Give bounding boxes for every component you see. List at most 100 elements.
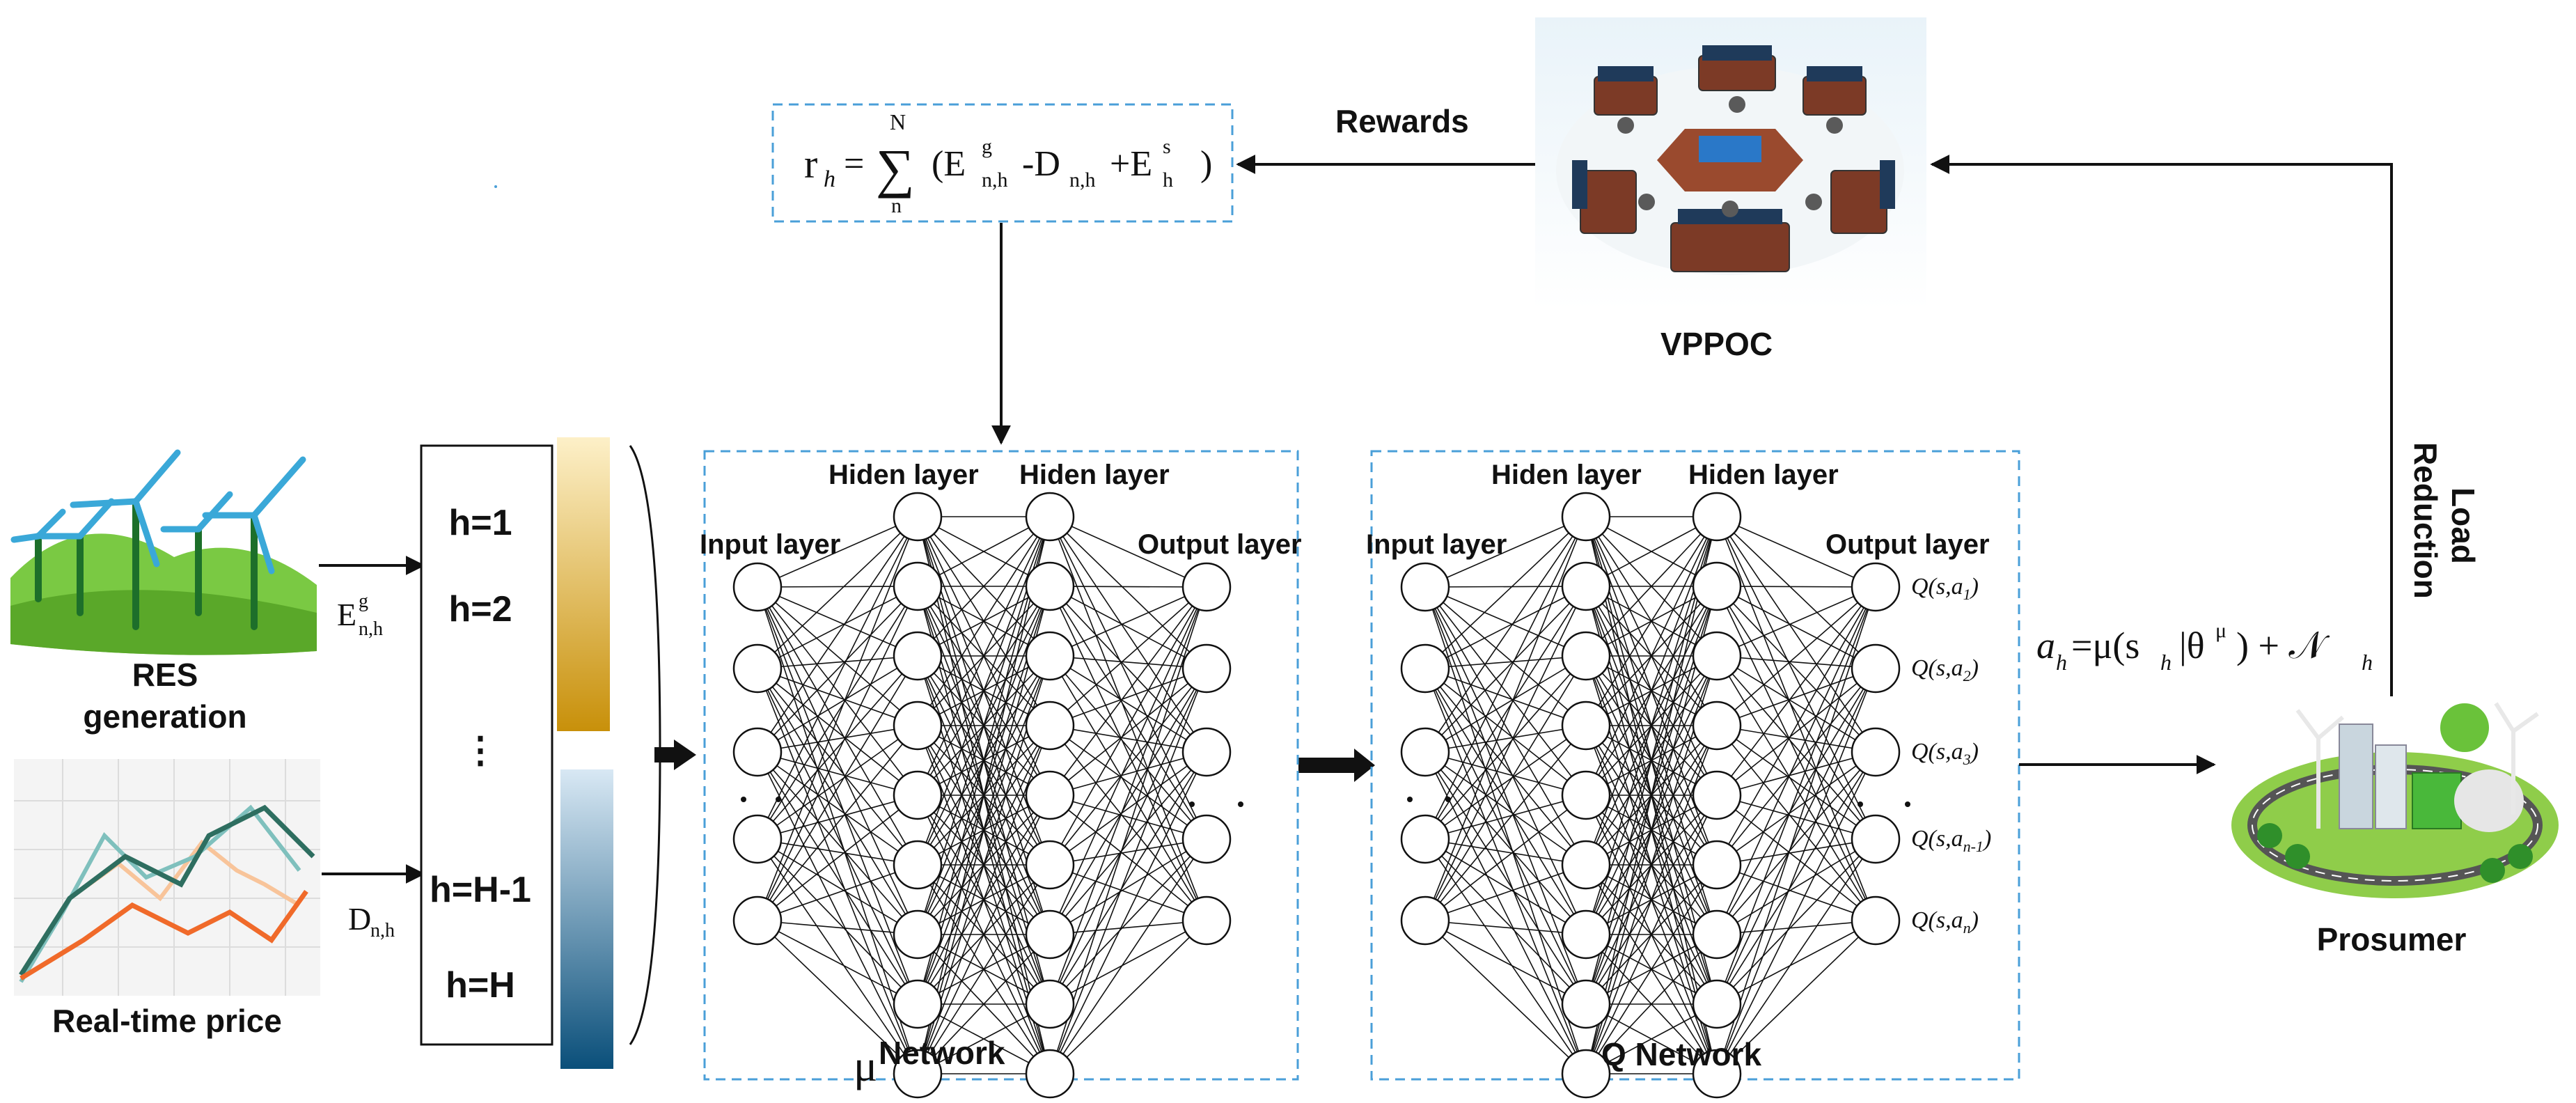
mu-connection [1049, 668, 1207, 935]
ellipsis-dot [1407, 797, 1413, 802]
mu-connection [1049, 586, 1207, 1074]
eg-sub: n,h [359, 618, 383, 640]
q-connection [1424, 751, 1587, 866]
time-horizon-box [420, 444, 553, 1046]
sum-lower: n [891, 194, 902, 217]
q-connection [1716, 751, 1876, 935]
mu-layer1-node [893, 1049, 943, 1099]
q-connection [1585, 795, 1718, 1074]
mu-connection [757, 655, 918, 669]
q-connection [1585, 864, 1718, 1074]
load-reduction-arrow [1930, 155, 2393, 696]
formula-close: ) [1200, 144, 1212, 184]
q-connection [1716, 586, 1876, 1005]
mu-connection [757, 516, 918, 840]
q-connection [1424, 516, 1587, 669]
mu-connection [757, 586, 918, 796]
q-hidden-layer-1-label: Hiden layer [1491, 460, 1642, 490]
mu-connection [757, 586, 918, 1005]
mu-connection [1049, 668, 1207, 1005]
action-s-sub: h [2160, 650, 2171, 675]
q-connection [1424, 586, 1587, 921]
mu-layer3-node [1181, 727, 1232, 777]
mu-connection [1049, 725, 1207, 840]
mu-network-graph [732, 492, 1243, 1099]
mu-layer3-node [1181, 643, 1232, 694]
reward-lhs-sub: h [824, 166, 835, 192]
mu-connection [1049, 516, 1207, 840]
q-layer1-node [1561, 979, 1611, 1029]
mu-connection [757, 516, 918, 753]
q-connection [1716, 516, 1876, 840]
ellipsis-dot [741, 797, 746, 802]
mu-connection [917, 516, 1051, 866]
mu-connection [1049, 516, 1207, 921]
q-connection [1716, 655, 1876, 921]
q-connection [1716, 586, 1876, 921]
formula-d-sub: n,h [1069, 169, 1096, 191]
mu-layer0-node [732, 814, 783, 864]
q-connection [1716, 586, 1876, 669]
q-connection [1424, 655, 1587, 921]
mu-connection [757, 655, 918, 921]
mu-connection [757, 668, 918, 726]
q-connection [1424, 920, 1587, 1005]
horizon-item: ⋮ [462, 730, 498, 771]
load-reduction-label-line1: Load [2445, 487, 2481, 564]
q-connection [1424, 586, 1587, 796]
mu-connection [757, 838, 918, 1074]
mu-connection [1049, 668, 1207, 726]
q-layer0-node [1400, 895, 1450, 946]
action-eq: =μ(s [2071, 625, 2139, 666]
q-connection [1424, 838, 1587, 935]
q-connection [1424, 864, 1587, 921]
mu-connection [1049, 751, 1207, 935]
q-layer2-node [1692, 631, 1742, 681]
q-connection [1424, 516, 1587, 840]
mu-connection [917, 934, 1051, 1074]
q-connection [1424, 516, 1587, 588]
mu-input-layer-label: Input layer [700, 529, 840, 560]
mu-layer1-node [893, 561, 943, 611]
mu-connection [757, 586, 918, 1074]
mu-connection [1049, 655, 1207, 840]
mu-layer0-node [732, 643, 783, 694]
mu-connection [1049, 838, 1207, 1005]
mu-layer0-node [732, 562, 783, 612]
mu-connection [757, 586, 918, 753]
mu-connection [757, 586, 918, 840]
q-layer1-node [1561, 909, 1611, 960]
q-connection [1716, 838, 1876, 866]
mu-connection [757, 668, 918, 866]
q-layer3-node [1851, 814, 1901, 864]
mu-connection [1049, 838, 1207, 1074]
res-gradient-bar [557, 437, 610, 731]
mu-layer2-node [1025, 701, 1075, 751]
mu-layer1-node [893, 631, 943, 681]
action-noise: ) + 𝒩 [2236, 625, 2330, 666]
q-connection [1716, 725, 1876, 753]
q-connection [1424, 586, 1587, 866]
q-connection [1585, 516, 1718, 796]
q-layer0-node [1400, 643, 1450, 694]
q-connection [1424, 795, 1587, 840]
mu-connection [1049, 586, 1207, 588]
q-connection [1716, 920, 1876, 935]
q-value-label: Q(s,a2) [1911, 655, 1979, 685]
q-connection [1424, 725, 1587, 753]
q-connection [1424, 920, 1587, 935]
q-connection [1585, 1003, 1718, 1074]
q-connection [1716, 795, 1876, 921]
mu-connections [757, 516, 1207, 1074]
mu-connection [1049, 725, 1207, 921]
bracket-to-network-arrow [654, 740, 696, 770]
q-layer1-node [1561, 701, 1611, 751]
mu-connection [917, 516, 1051, 1005]
q-output-layer-label: Output layer [1825, 529, 1990, 560]
q-layer3-node [1851, 562, 1901, 612]
formula-e-g-sup: g [982, 135, 992, 158]
horizon-item: h=H-1 [430, 870, 531, 910]
mu-connection [917, 725, 1051, 1074]
mu-connection [917, 516, 1051, 726]
q-layer0-node [1400, 727, 1450, 777]
